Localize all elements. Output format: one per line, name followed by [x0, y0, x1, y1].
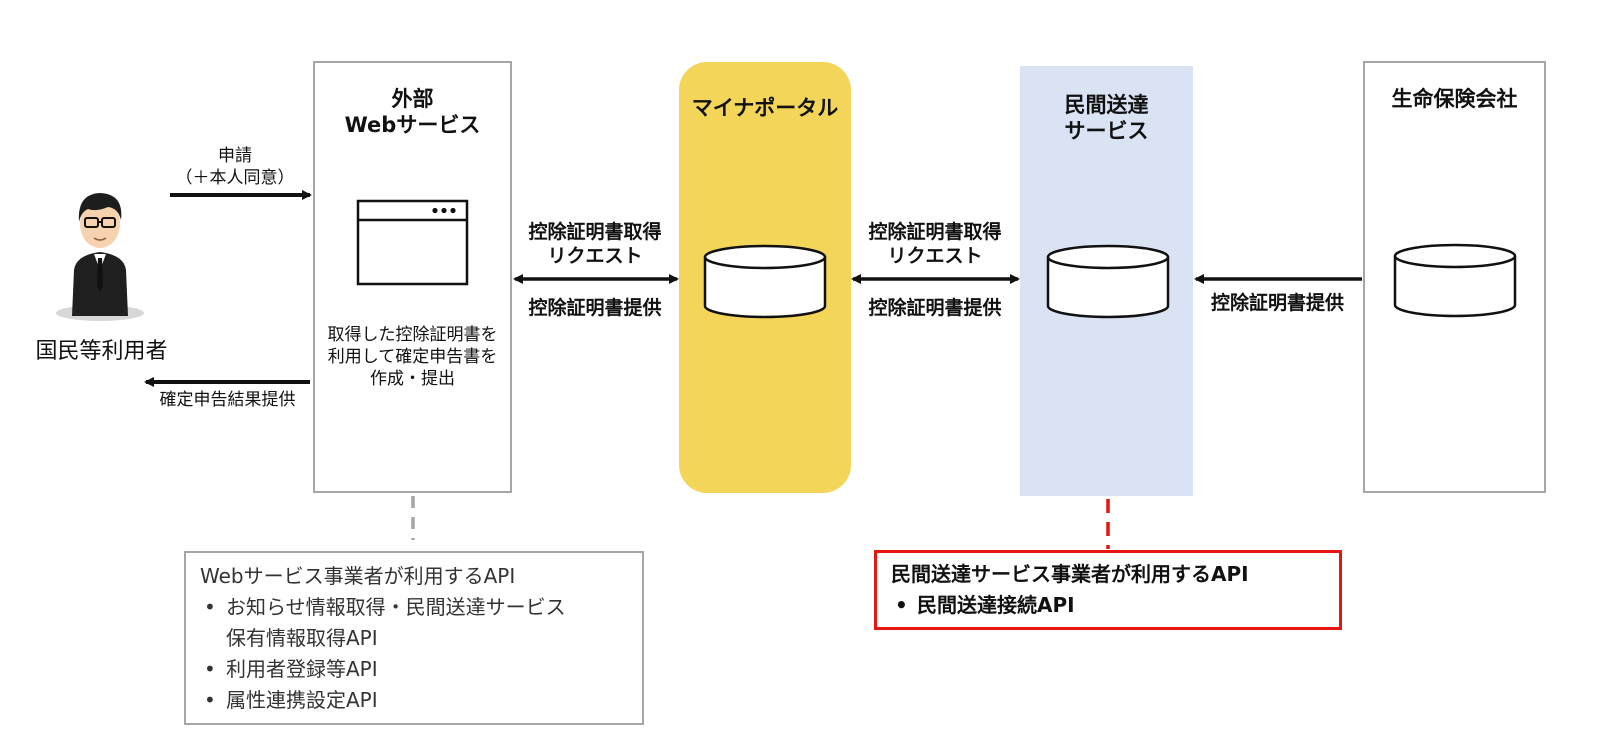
- insurer-database-icon: [1393, 243, 1517, 318]
- provide-label-left: 控除証明書提供: [528, 297, 662, 319]
- request-label-right: 控除証明書取得 リクエスト: [868, 221, 1002, 267]
- private-delivery-database-icon: [1046, 244, 1170, 319]
- list-item: お知らせ情報取得・民間送達サービス 保有情報取得API: [200, 592, 642, 654]
- result-label: 確定申告結果提供: [159, 390, 296, 410]
- delivery-api-list: 民間送達接続API: [891, 590, 1339, 621]
- provide-label-insurer: 控除証明書提供: [1210, 292, 1344, 314]
- insurer-title: 生命保険会社: [1391, 87, 1518, 111]
- web-api-box: Webサービス事業者が利用するAPI お知らせ情報取得・民間送達サービス 保有情…: [184, 551, 644, 725]
- myna-portal-title: マイナポータル: [691, 96, 839, 120]
- list-item: 利用者登録等API: [200, 654, 642, 685]
- apply-label: 申請 （＋本人同意）: [175, 146, 295, 188]
- provide-label-right: 控除証明書提供: [868, 297, 1002, 319]
- user-label: 国民等利用者: [35, 339, 168, 364]
- web-api-heading: Webサービス事業者が利用するAPI: [200, 564, 516, 588]
- delivery-api-heading: 民間送達サービス事業者が利用するAPI: [891, 562, 1249, 586]
- web-api-list: お知らせ情報取得・民間送達サービス 保有情報取得API 利用者登録等API 属性…: [200, 592, 642, 716]
- delivery-api-box: 民間送達サービス事業者が利用するAPI 民間送達接続API: [874, 550, 1342, 630]
- list-item: 民間送達接続API: [891, 590, 1339, 621]
- list-item: 属性連携設定API: [200, 685, 642, 716]
- web-service-description: 取得した控除証明書を 利用して確定申告書を 作成・提出: [327, 325, 498, 389]
- myna-portal-database-icon: [703, 244, 827, 319]
- user-avatar-icon: [56, 193, 144, 321]
- browser-window-icon: [356, 199, 469, 286]
- web-service-title: 外部 Webサービス: [344, 87, 481, 137]
- request-label-left: 控除証明書取得 リクエスト: [528, 221, 662, 267]
- private-delivery-title: 民間送達 サービス: [1064, 93, 1149, 143]
